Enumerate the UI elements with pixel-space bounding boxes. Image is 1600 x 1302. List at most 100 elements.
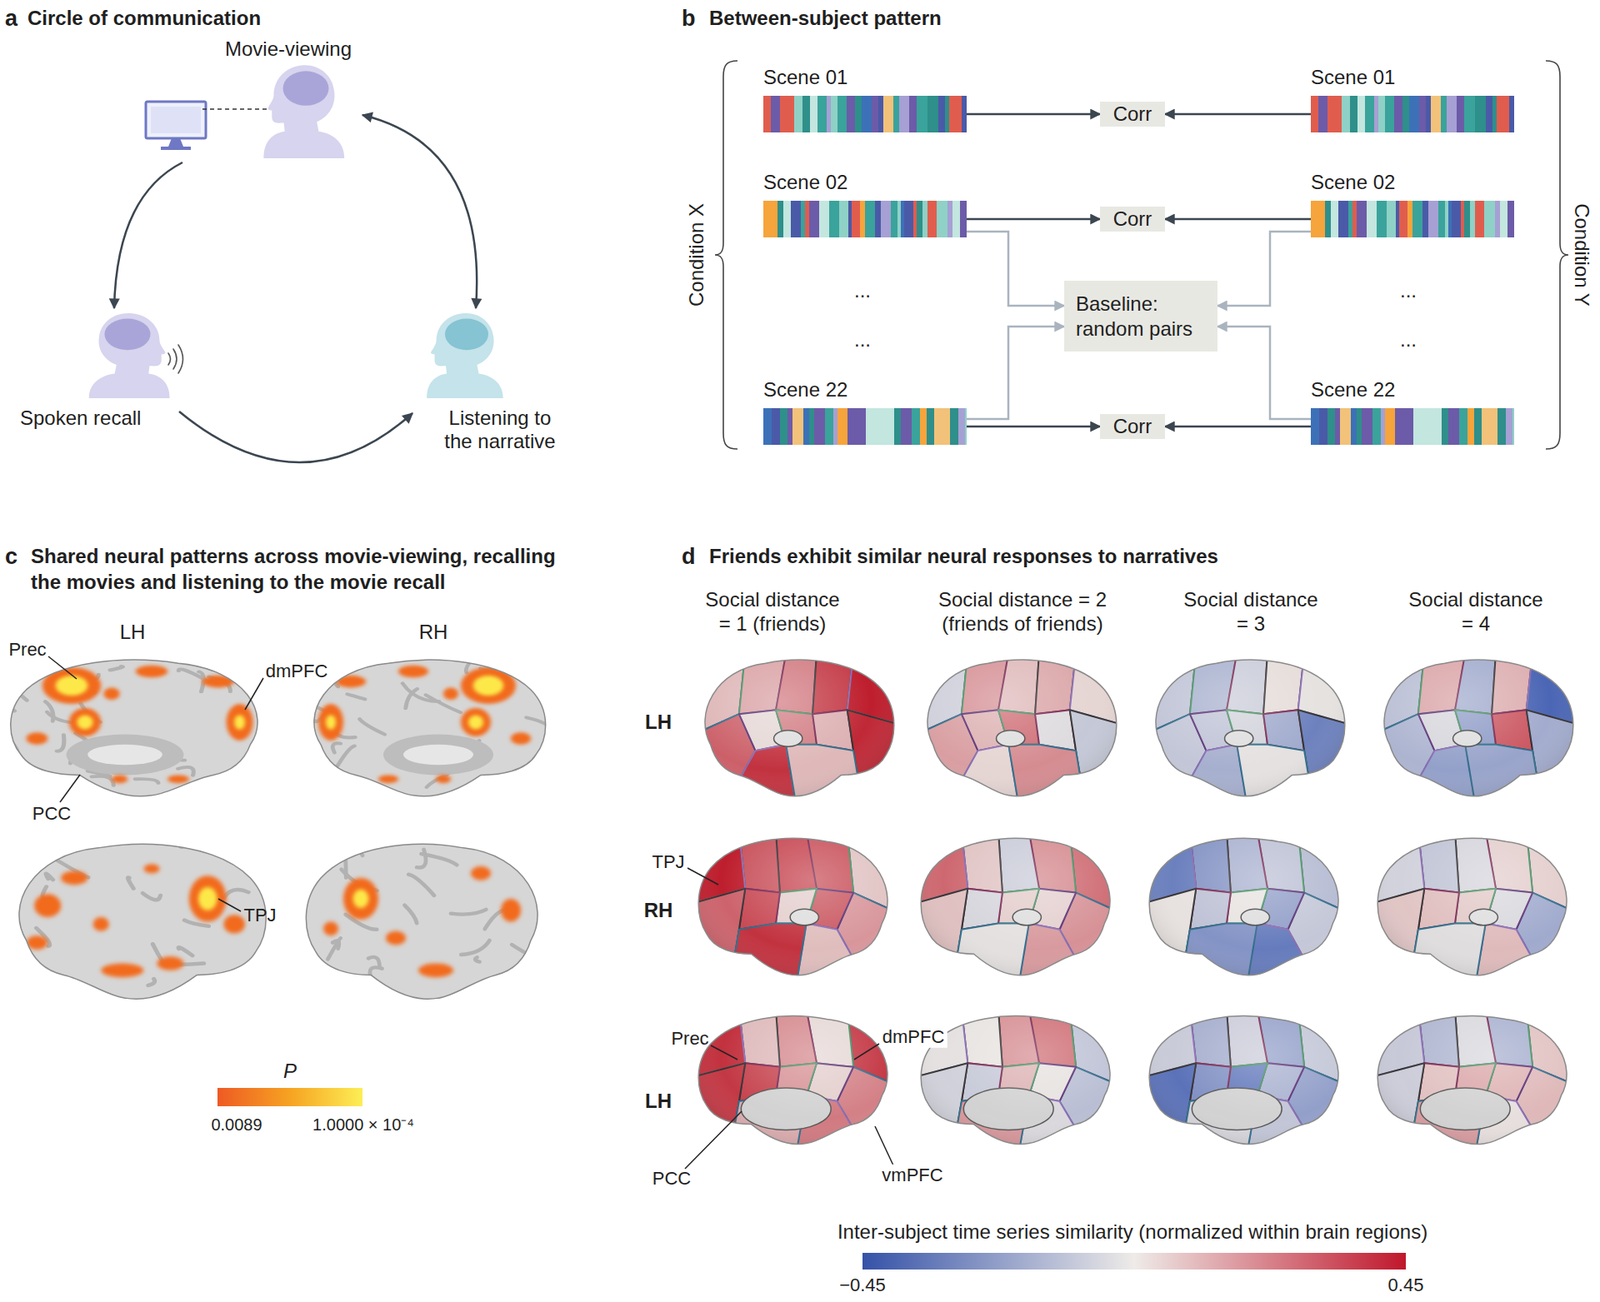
sulcus [513,840,520,845]
sulcus [327,938,340,960]
activation [26,732,49,745]
region-label: vmPFC [879,1165,945,1187]
brain-outline [920,1016,1110,1145]
brain-surface [293,640,551,821]
brain-outline [10,660,258,797]
region-label: Prec [8,639,46,661]
sulcus [223,890,249,899]
activation [385,931,406,946]
brain [694,831,899,985]
brain-outline [920,838,1110,975]
connector-arrow [1217,231,1311,306]
pattern-bar: Scene 01 [1310,95,1515,133]
activation [435,775,451,784]
brain [1373,653,1578,806]
scene-label: Scene 22 [763,378,848,402]
brain-outline [698,1016,888,1145]
brain-surface [694,831,899,985]
brain [5,834,272,1024]
activation [226,704,254,741]
sulcus [37,1009,43,1013]
column-header: Social distance = 4 [1403,587,1550,636]
brain-outline [698,838,888,975]
scene-label: Scene 22 [1310,378,1395,402]
sulcus [195,785,214,802]
sulcus [368,957,380,968]
shading [1145,653,1350,806]
sulcus [110,666,123,671]
activation [343,878,379,920]
pattern-bar: Scene 01 [763,95,967,133]
sulcus [405,689,418,709]
sulcus [20,840,52,859]
shading [694,1010,899,1154]
activation [318,704,344,741]
panel-title: Friends exhibit similar neural responses… [709,545,1219,570]
activation-peak [468,715,484,730]
colorbar [862,1253,1406,1270]
monitor-base [160,146,191,150]
sulcus [135,779,159,784]
panel-letter: b [681,5,696,32]
colorbar-tick: 1.0000 × 10⁻⁴ [312,1115,415,1135]
activation-peak [234,715,245,730]
sulcus [475,957,480,962]
leader-line [710,1045,738,1060]
activation [111,775,128,784]
corr-label: Corr [1113,414,1153,440]
gaze-line [202,108,275,110]
scene-label: Scene 02 [1310,170,1395,195]
sulcus [187,996,192,1012]
activation [510,732,531,745]
sulcus [405,905,418,925]
brain [293,640,551,821]
brain [5,647,280,806]
connector-arrow [966,425,1100,429]
sulcus [319,779,324,795]
activation [500,899,521,923]
activation [323,922,339,937]
sound-wave [178,345,184,374]
brain-surface [694,653,899,806]
sulcus [127,877,134,889]
sulcus [460,940,490,955]
shading [916,653,1121,806]
sulcus [347,694,365,700]
activation [60,871,88,886]
scene-label: Scene 02 [763,170,848,195]
leader-line [854,1044,880,1060]
brain-outline [1384,660,1574,797]
corr-label: Corr [1113,101,1153,127]
activation [42,667,101,705]
cortex [300,836,551,1010]
pattern-bar: Scene 22 [763,408,967,445]
shading [1373,653,1578,806]
activation [143,864,160,874]
activation [156,956,184,971]
sulcus [519,985,534,997]
ellipsis: ... [1400,279,1417,304]
sulcus [514,803,530,822]
brain-surface [916,653,1121,806]
column-header: Social distance = 2 (friends of friends) [920,587,1125,636]
medial-wall [87,745,163,765]
sulcus [163,999,201,1006]
column-header: Social distance = 3 [1178,587,1325,636]
activation [189,875,227,922]
brain-outline [1149,838,1339,975]
sulcus [332,743,340,753]
brain-outline [19,844,266,1000]
activation-peak [473,675,504,696]
activation [69,708,101,737]
region-label: TPJ [243,905,276,927]
sulcus [485,910,504,930]
brain-surface [1373,653,1578,806]
activation [470,866,491,881]
stage-node: Movie-viewing [137,37,363,163]
activation [418,964,454,979]
activation [103,687,120,700]
brain [1373,1010,1578,1154]
sulcus [353,1009,373,1026]
